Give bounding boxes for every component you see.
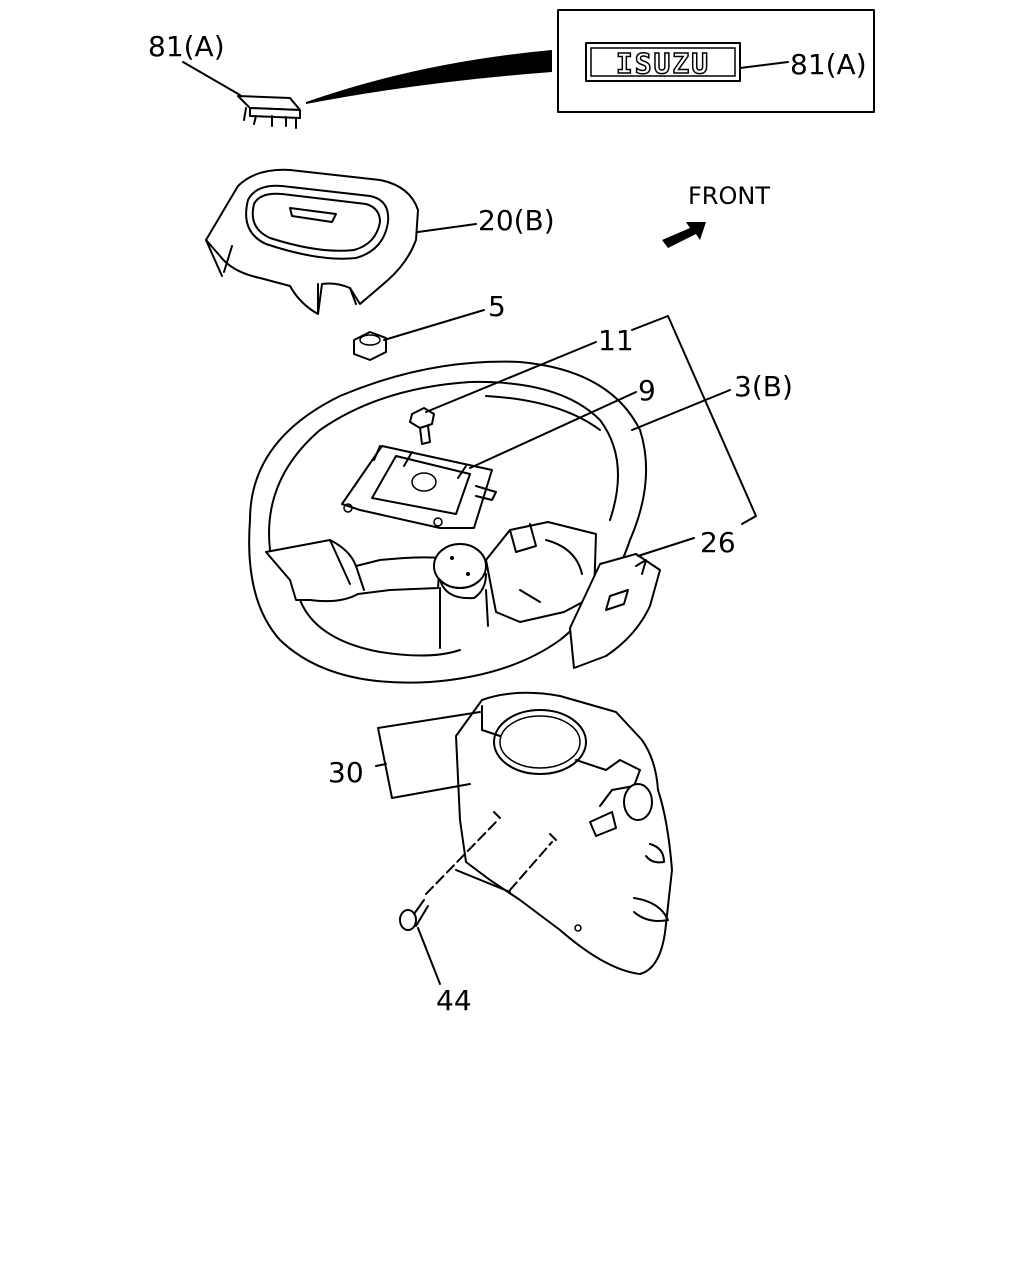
- horn-pad-cover: 20(B): [205, 168, 555, 315]
- callout-81a-right: 81(A): [790, 48, 867, 81]
- callout-44: 44: [436, 984, 472, 1017]
- detail-pointer: [306, 50, 552, 104]
- callout-9: 9: [638, 374, 656, 407]
- callout-26: 26: [700, 526, 736, 559]
- emblem-detail-box: ISUZU 81(A): [557, 9, 875, 113]
- callout-20b: 20(B): [478, 204, 555, 237]
- front-direction-indicator: FRONT: [662, 182, 770, 248]
- front-label: FRONT: [688, 182, 770, 210]
- nut-part: 5: [353, 290, 506, 361]
- callout-5: 5: [488, 290, 506, 323]
- callout-81a-left: 81(A): [148, 30, 225, 63]
- front-arrow-icon: [662, 222, 706, 248]
- callout-11: 11: [598, 324, 634, 357]
- callout-3b: 3(B): [734, 370, 793, 403]
- callout-30: 30: [328, 756, 364, 789]
- steering-wheel-part: 26 11 9 3(B): [248, 315, 793, 684]
- screw-part: 44: [399, 821, 553, 1017]
- emblem-clip-part: 81(A): [148, 30, 301, 129]
- column-cover-part: 30: [328, 691, 673, 975]
- emblem-text: ISUZU: [616, 47, 710, 80]
